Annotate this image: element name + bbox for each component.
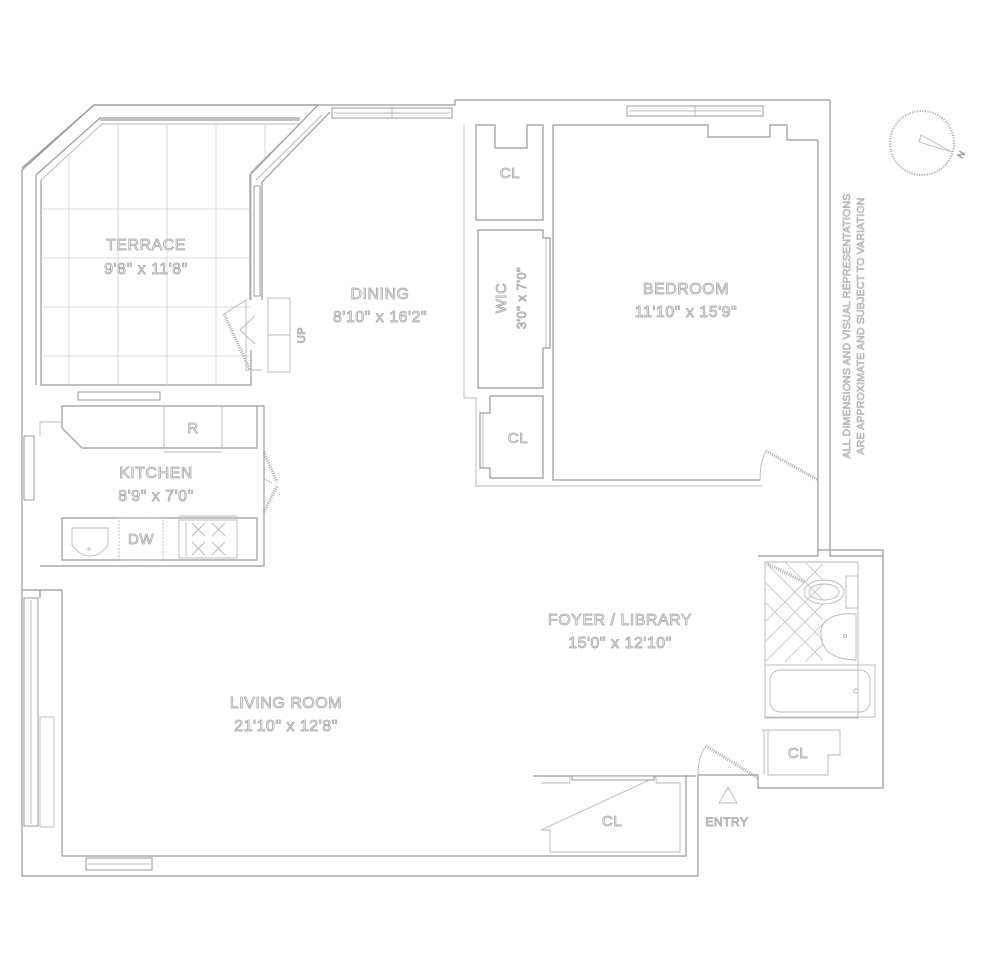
- exterior-walls: [21, 99, 884, 877]
- dining-window: [331, 107, 453, 119]
- sink-icon: [820, 613, 857, 661]
- stairs-up-label: UP: [296, 327, 308, 343]
- kitchen-dimensions: 8'9" x 7'0": [118, 488, 193, 505]
- closet-lower-label[interactable]: CL: [508, 430, 528, 448]
- terrace-label: TERRACE: [106, 237, 186, 254]
- wic-dimensions: 3'0" x 7'0": [514, 267, 529, 329]
- entry-arrow-icon: [718, 786, 738, 804]
- refrigerator-label: R: [187, 420, 198, 437]
- dining-label: DINING: [351, 286, 410, 303]
- cooktop-burners-icon: [185, 522, 226, 556]
- entry[interactable]: ENTRY: [697, 744, 759, 829]
- kitchen-label: KITCHEN: [119, 465, 193, 482]
- closet-column: CL WIC 3'0" x 7'0" CL: [475, 124, 551, 479]
- bedroom: BEDROOM 11'10" x 15'9": [552, 105, 819, 482]
- compass-rose-icon: N: [889, 110, 968, 176]
- bedroom-label: BEDROOM: [643, 281, 729, 298]
- terrace-dimensions: 9'8" x 11'8": [104, 261, 188, 278]
- living-room-dimensions: 21'10" x 12'8": [234, 718, 338, 735]
- floor-tile-pattern: [765, 562, 823, 662]
- dining-dimensions: 8'10" x 16'2": [333, 309, 427, 326]
- bathroom: CL: [758, 549, 883, 776]
- dining: DINING 8'10" x 16'2": [332, 286, 427, 327]
- compass-north-label: N: [955, 149, 967, 160]
- terrace-door-and-steps[interactable]: UP: [222, 297, 308, 373]
- foyer-library-dimensions: 15'0" x 12'10": [568, 635, 672, 652]
- disclaimer-line-2: ARE APPROXIMATE AND SUBJECT TO VARIATION: [855, 197, 867, 454]
- disclaimer: ALL DIMENSIONS AND VISUAL REPRESENTATION…: [841, 193, 868, 459]
- closet-entry-label[interactable]: CL: [602, 813, 622, 831]
- wic-label: WIC: [493, 283, 510, 314]
- bedroom-dimensions: 11'10" x 15'9": [635, 304, 737, 321]
- foyer-library-label: FOYER / LIBRARY: [548, 612, 692, 629]
- closet-bath-label[interactable]: CL: [788, 745, 808, 763]
- disclaimer-line-1: ALL DIMENSIONS AND VISUAL REPRESENTATION…: [841, 194, 853, 459]
- living-room: LIVING ROOM 21'10" x 12'8": [22, 589, 342, 871]
- bathtub-icon: [764, 664, 876, 718]
- entry-closet: CL: [533, 775, 696, 853]
- entry-label: ENTRY: [706, 815, 749, 829]
- foyer-library: FOYER / LIBRARY 15'0" x 12'10": [548, 612, 692, 653]
- terrace: TERRACE 9'8" x 11'8": [21, 104, 331, 386]
- kitchen: R DW KITCHEN 8'9" x 7'0": [23, 391, 279, 567]
- dishwasher-label: DW: [128, 531, 154, 548]
- closet-top-label[interactable]: CL: [500, 165, 520, 183]
- toilet-icon: [803, 575, 859, 609]
- living-room-label: LIVING ROOM: [230, 695, 342, 712]
